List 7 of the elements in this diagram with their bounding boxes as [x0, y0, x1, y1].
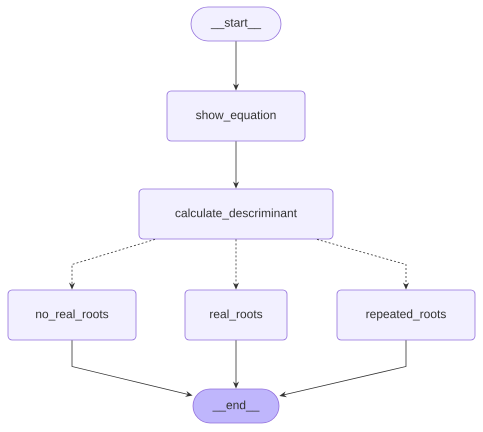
process-box: no_real_roots: [8, 290, 136, 340]
process-box: show_equation: [166, 90, 306, 142]
process-box: repeated_roots: [336, 290, 476, 340]
process-box: real_roots: [184, 290, 288, 340]
process-box: calculate_descriminant: [138, 188, 334, 240]
terminal-node: __start__: [190, 6, 282, 42]
terminal-node: __end__: [192, 388, 280, 424]
